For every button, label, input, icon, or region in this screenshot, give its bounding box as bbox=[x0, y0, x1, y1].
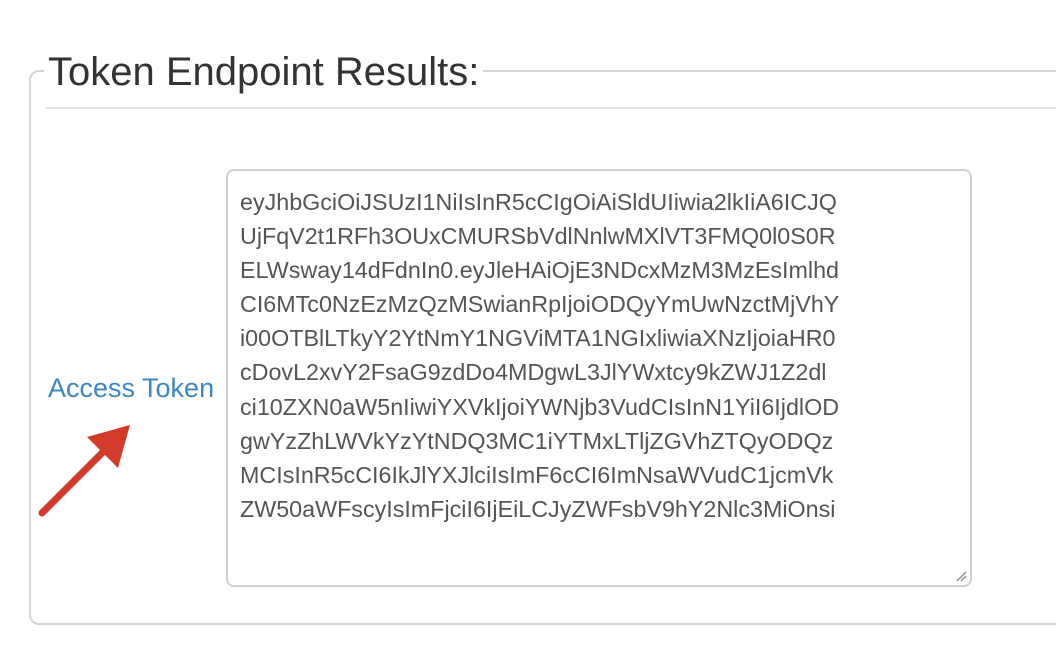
access-token-label[interactable]: Access Token bbox=[48, 373, 215, 403]
access-token-line: eyJhbGciOiJSUzI1NiIsInR5cCIgOiAiSldUIiwi… bbox=[240, 189, 837, 215]
access-token-line: gwYzZhLWVkYzYtNDQ3MC1iYTMxLTljZGVhZTQyOD… bbox=[240, 427, 834, 454]
access-token-line: ci10ZXN0aW5nIiwiYXVkIjoiYWNjb3VudCIsInN1… bbox=[240, 393, 840, 420]
resize-grip-icon[interactable] bbox=[955, 570, 967, 582]
red-annotation-arrow-icon bbox=[38, 425, 130, 517]
access-token-value[interactable]: eyJhbGciOiJSUzI1NiIsInR5cCIgOiAiSldUIiwi… bbox=[240, 185, 960, 526]
access-token-line: i00OTBlLTkyY2YtNmY1NGViMTA1NGIxliwiaXNzI… bbox=[240, 325, 836, 352]
access-token-line: cDovL2xvY2FsaG9zdDo4MDgwL3JlYWxtcy9kZWJ1… bbox=[240, 359, 827, 386]
section-divider bbox=[46, 107, 1056, 109]
section-title: Token Endpoint Results: bbox=[44, 44, 484, 100]
access-token-line: MCIsInR5cCI6IkJlYXJlciIsImF6cCI6ImNsaWVu… bbox=[240, 461, 834, 488]
access-token-line: UjFqV2t1RFh3OUxCMURSbVdlNnlwMXlVT3FMQ0l0… bbox=[240, 223, 836, 250]
access-token-line: CI6MTc0NzEzMzQzMSwianRpIjoiODQyYmUwNzctM… bbox=[240, 291, 840, 318]
access-token-line: ZW50aWFscyIsImFjciI6IjEiLCJyZWFsbV9hY2Nl… bbox=[240, 495, 836, 522]
token-endpoint-results-panel bbox=[29, 70, 1056, 625]
access-token-line: ELWsway14dFdnIn0.eyJleHAiOjE3NDcxMzM3MzE… bbox=[240, 257, 839, 284]
access-token-textarea[interactable]: eyJhbGciOiJSUzI1NiIsInR5cCIgOiAiSldUIiwi… bbox=[226, 169, 972, 587]
